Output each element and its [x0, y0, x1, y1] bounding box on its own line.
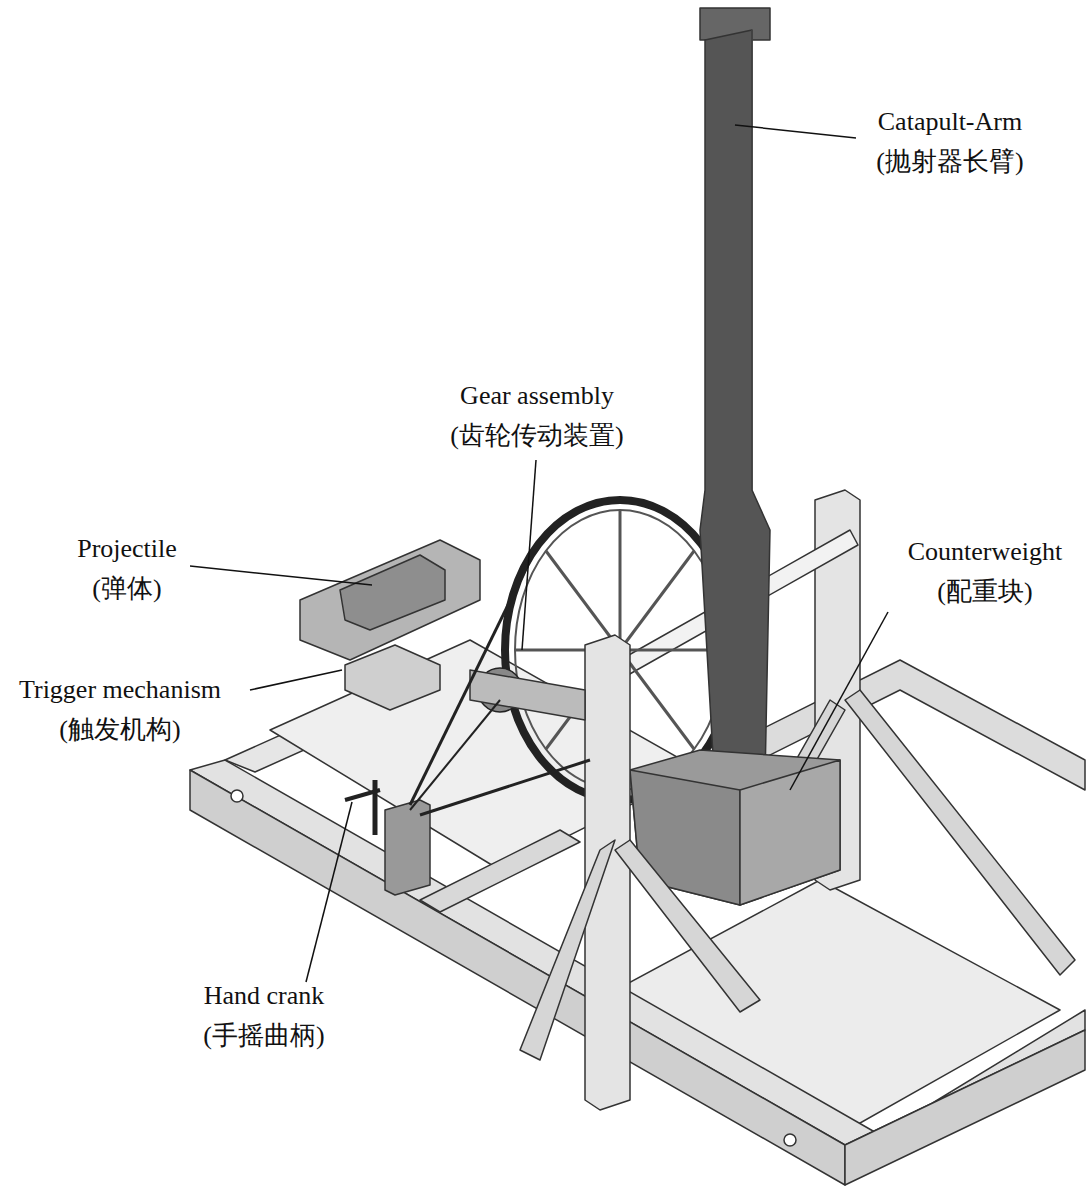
- part-label: Projectile: [77, 533, 177, 564]
- part-label: Gear assembly: [460, 380, 614, 411]
- part-label: (齿轮传动装置): [450, 420, 623, 451]
- part-label: Trigger mechanism: [19, 674, 221, 705]
- part-label: Counterweight: [908, 536, 1063, 567]
- part-label: Hand crank: [204, 980, 325, 1011]
- part-label: (触发机构): [59, 714, 180, 745]
- part-label: (弹体): [92, 573, 161, 604]
- part-label: (手摇曲柄): [203, 1020, 324, 1051]
- part-label: Catapult-Arm: [878, 106, 1022, 137]
- part-label: (抛射器长臂): [876, 146, 1023, 177]
- part-label: (配重块): [937, 576, 1032, 607]
